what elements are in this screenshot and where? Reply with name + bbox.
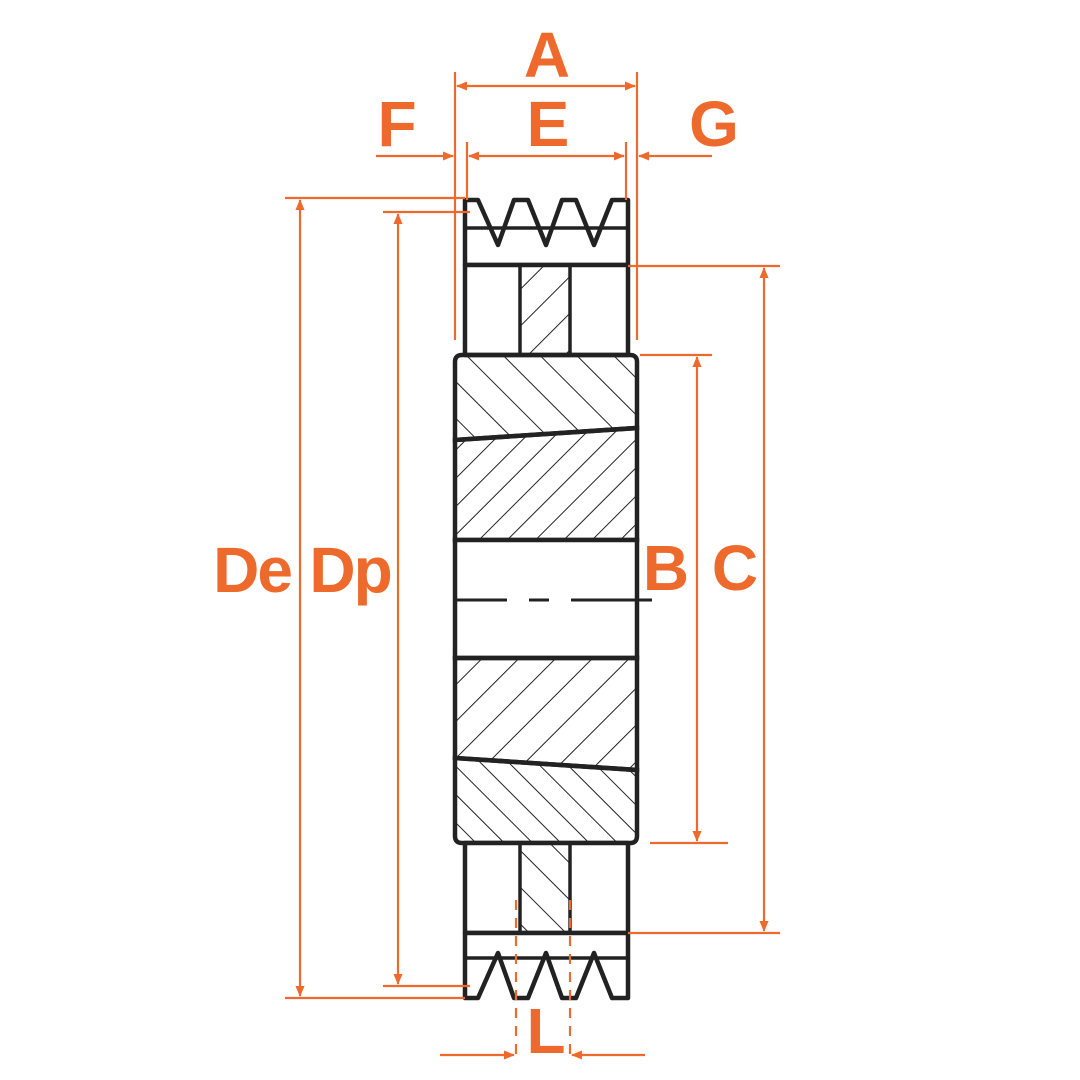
- bottom-grooved-rim: [462, 930, 631, 1001]
- dimension-E-F-G: [376, 142, 712, 200]
- top-web: [462, 262, 631, 358]
- label-A: A: [524, 19, 569, 91]
- label-G: G: [689, 88, 737, 160]
- top-grooved-rim: [462, 197, 631, 268]
- dimension-Dp: [383, 210, 470, 988]
- label-B: B: [643, 532, 687, 604]
- dimension-C: [628, 264, 780, 935]
- label-L: L: [526, 995, 564, 1067]
- pulley-body: [452, 197, 652, 1001]
- hub-lower: [452, 655, 640, 846]
- label-Dp: Dp: [309, 534, 390, 606]
- label-F: F: [377, 88, 414, 160]
- bore: [452, 537, 652, 661]
- dimension-De: [285, 196, 465, 1000]
- dimension-labels: A E F G De Dp B C L: [213, 19, 759, 1067]
- dimension-A: [453, 72, 639, 340]
- label-De: De: [213, 534, 291, 606]
- bottom-web: [462, 840, 631, 936]
- label-C: C: [712, 532, 757, 604]
- label-E: E: [527, 88, 568, 160]
- hub-upper: [452, 352, 640, 543]
- dimension-L: [440, 900, 645, 1062]
- dimension-B: [640, 353, 728, 845]
- dimension-lines: [285, 72, 780, 1062]
